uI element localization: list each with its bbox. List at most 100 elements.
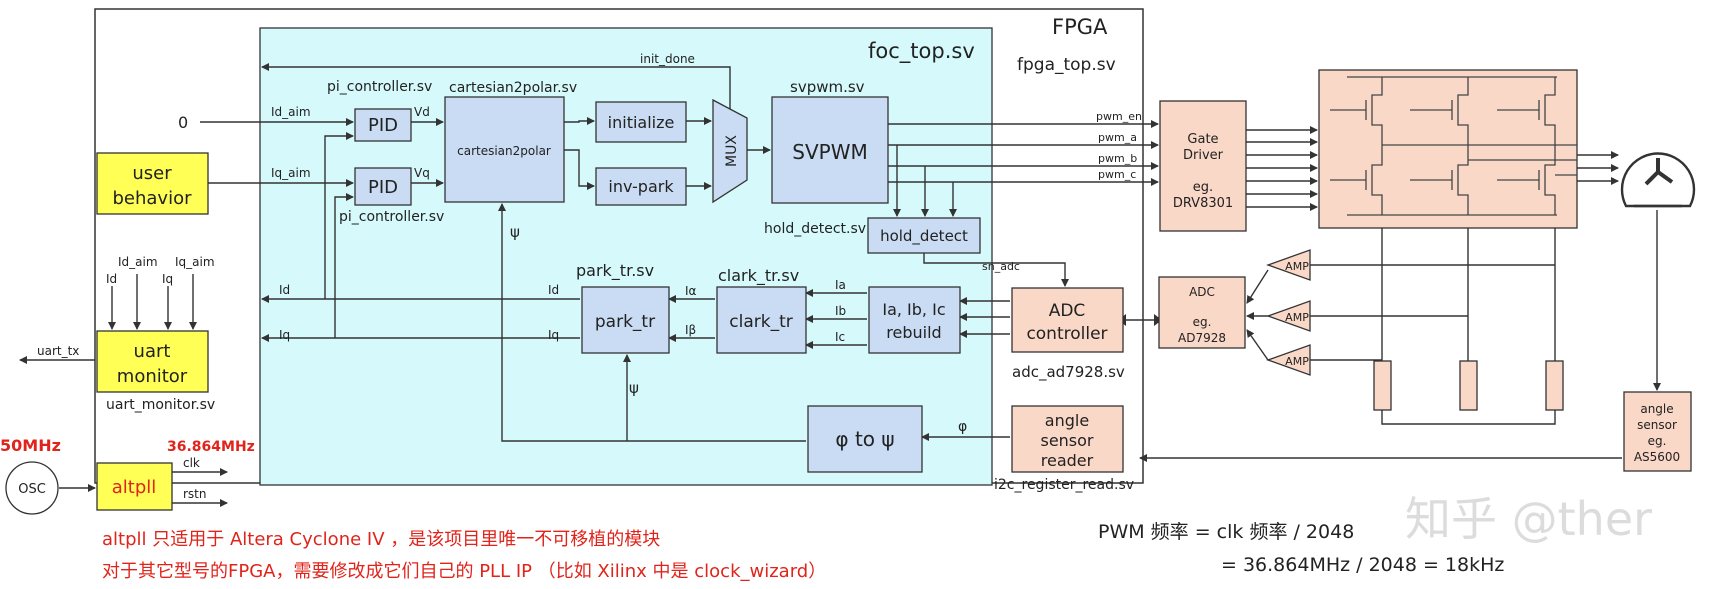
fpga-label: FPGA <box>1052 15 1108 39</box>
angle-reader-label-3: reader <box>1041 451 1094 470</box>
ia-label: Ia <box>835 278 846 292</box>
foc-top-file-label: foc_top.sv <box>868 39 975 64</box>
mosfet-bridge <box>1318 69 1578 229</box>
motor-icon <box>1620 152 1696 208</box>
clark-tr-block <box>716 286 807 354</box>
angle-sensor-label-1: angle <box>1640 402 1673 416</box>
adc-ad7928-file: adc_ad7928.sv <box>1012 363 1125 382</box>
note-line-2: 对于其它型号的FPGA，需要修改成它们自己的 PLL IP （比如 Xilinx… <box>102 561 826 582</box>
rebuild-block <box>868 286 961 354</box>
hold-detect-label: hold_detect <box>880 227 968 246</box>
shunt-2 <box>1459 360 1478 411</box>
pi-controller-file-bottom: pi_controller.sv <box>339 209 444 225</box>
uart-monitor-block <box>96 330 209 393</box>
init-done-wire <box>261 63 731 110</box>
pwm-formula-2: = 36.864MHz / 2048 = 18kHz <box>1221 554 1504 576</box>
hold-detect-block <box>867 217 981 254</box>
uart-id-aim-label: Id_aim <box>118 255 158 269</box>
id-out-label-left: Id <box>279 283 290 297</box>
gate-driver-label-2: Driver <box>1183 148 1224 163</box>
angle-reader-label-1: angle <box>1045 411 1089 430</box>
amp-3-label: AMP <box>1285 355 1309 368</box>
angle-sensor-label-4: AS5600 <box>1634 450 1680 464</box>
i2c-register-read-file: i2c_register_read.sv <box>994 477 1134 493</box>
iq-out-label-left: Iq <box>279 328 290 342</box>
gate-driver-label-1: Gate <box>1187 132 1218 147</box>
vq-label: Vq <box>414 166 430 180</box>
pi-controller-file-top: pi_controller.sv <box>327 79 432 95</box>
gate-driver-label-4: DRV8301 <box>1173 196 1233 211</box>
id-aim-label-foc: Id_aim <box>271 105 311 119</box>
amp-2-label: AMP <box>1285 311 1309 324</box>
iq-aim-label-foc: Iq_aim <box>271 166 311 180</box>
ic-label: Ic <box>835 330 845 344</box>
psi-label-c2p: ψ <box>510 223 520 241</box>
phi-to-psi-label: φ to ψ <box>835 427 894 451</box>
shunt-1 <box>1373 360 1392 411</box>
svpwm-file: svpwm.sv <box>790 78 865 96</box>
osc-label: OSC <box>18 482 46 497</box>
osc-circle <box>5 461 59 515</box>
phi-label: φ <box>958 419 967 435</box>
svpwm-label: SVPWM <box>792 140 867 164</box>
uart-monitor-label-2: monitor <box>117 366 188 387</box>
watermark: 知乎 @ther <box>1405 492 1652 546</box>
c2p-to-initialize-wire <box>564 117 595 125</box>
svpwm-block <box>771 96 889 204</box>
rebuild-label-2: rebuild <box>886 323 941 342</box>
iq-feedback-wire <box>334 193 354 338</box>
inv-park-label: inv-park <box>608 177 674 196</box>
i-alpha-label: Iα <box>685 284 697 298</box>
user-behavior-block <box>96 152 209 215</box>
mux-label: MUX <box>724 135 740 167</box>
cartesian2polar-file: cartesian2polar.sv <box>449 80 577 96</box>
amp1-out <box>1246 269 1269 304</box>
mux-block <box>712 98 748 204</box>
adc-controller-label-1: ADC <box>1049 301 1086 321</box>
pid-q-label: PID <box>368 177 398 198</box>
note-line-1: altpll 只适用于 Altera Cyclone IV ，是该项目里唯一不可… <box>102 529 660 550</box>
uart-monitor-file: uart_monitor.sv <box>106 397 215 413</box>
amp-2 <box>1266 300 1311 332</box>
uart-iq-label: Iq <box>162 272 173 286</box>
osc-freq-label: 50MHz <box>0 436 61 455</box>
angle-sensor-block <box>1623 391 1692 472</box>
adc-chip-label-1: ADC <box>1189 285 1215 299</box>
adc-chip-label-2: eg. <box>1193 315 1212 329</box>
amp-1-label: AMP <box>1285 260 1309 273</box>
initialize-label: initialize <box>608 113 675 132</box>
pwm-en-label: pwm_en <box>1096 110 1142 123</box>
zero-label: 0 <box>178 113 188 132</box>
psi-to-c2p-wire <box>498 203 806 442</box>
adc-controller-label-2: controller <box>1026 324 1107 344</box>
park-tr-file: park_tr.sv <box>576 261 654 281</box>
vd-label: Vd <box>414 105 430 119</box>
sn-adc-label: sn_adc <box>982 260 1020 273</box>
c2p-to-invpark-wire <box>564 149 595 190</box>
angle-sensor-label-2: sensor <box>1637 418 1677 432</box>
angle-sensor-label-3: eg. <box>1648 434 1667 448</box>
pwm-a-label: pwm_a <box>1098 131 1137 144</box>
user-behavior-label-2: behavior <box>112 188 192 209</box>
fpga-top-file-label: fpga_top.sv <box>1017 55 1116 75</box>
rstn-label: rstn <box>183 487 207 501</box>
i-beta-label: Iβ <box>685 323 696 337</box>
amp-3 <box>1266 344 1311 376</box>
init-done-label: init_done <box>640 52 695 66</box>
amp3-out <box>1246 329 1269 361</box>
pid-q-block <box>354 167 412 206</box>
adc-controller-block <box>1011 287 1124 353</box>
shunt-3 <box>1545 360 1564 411</box>
adc-chip-block <box>1158 276 1246 349</box>
altpll-label: altpll <box>112 477 157 498</box>
clark-tr-label: clark_tr <box>729 312 792 332</box>
cartesian2polar-block <box>444 96 565 203</box>
gate-driver-block <box>1159 100 1247 232</box>
amp-1 <box>1266 249 1311 281</box>
adc-chip-label-3: AD7928 <box>1178 331 1226 345</box>
user-behavior-label-1: user <box>132 163 172 184</box>
pid-d-label: PID <box>368 115 398 136</box>
uart-iq-aim-label: Iq_aim <box>175 255 215 269</box>
pll-freq-label: 36.864MHz <box>167 439 255 455</box>
